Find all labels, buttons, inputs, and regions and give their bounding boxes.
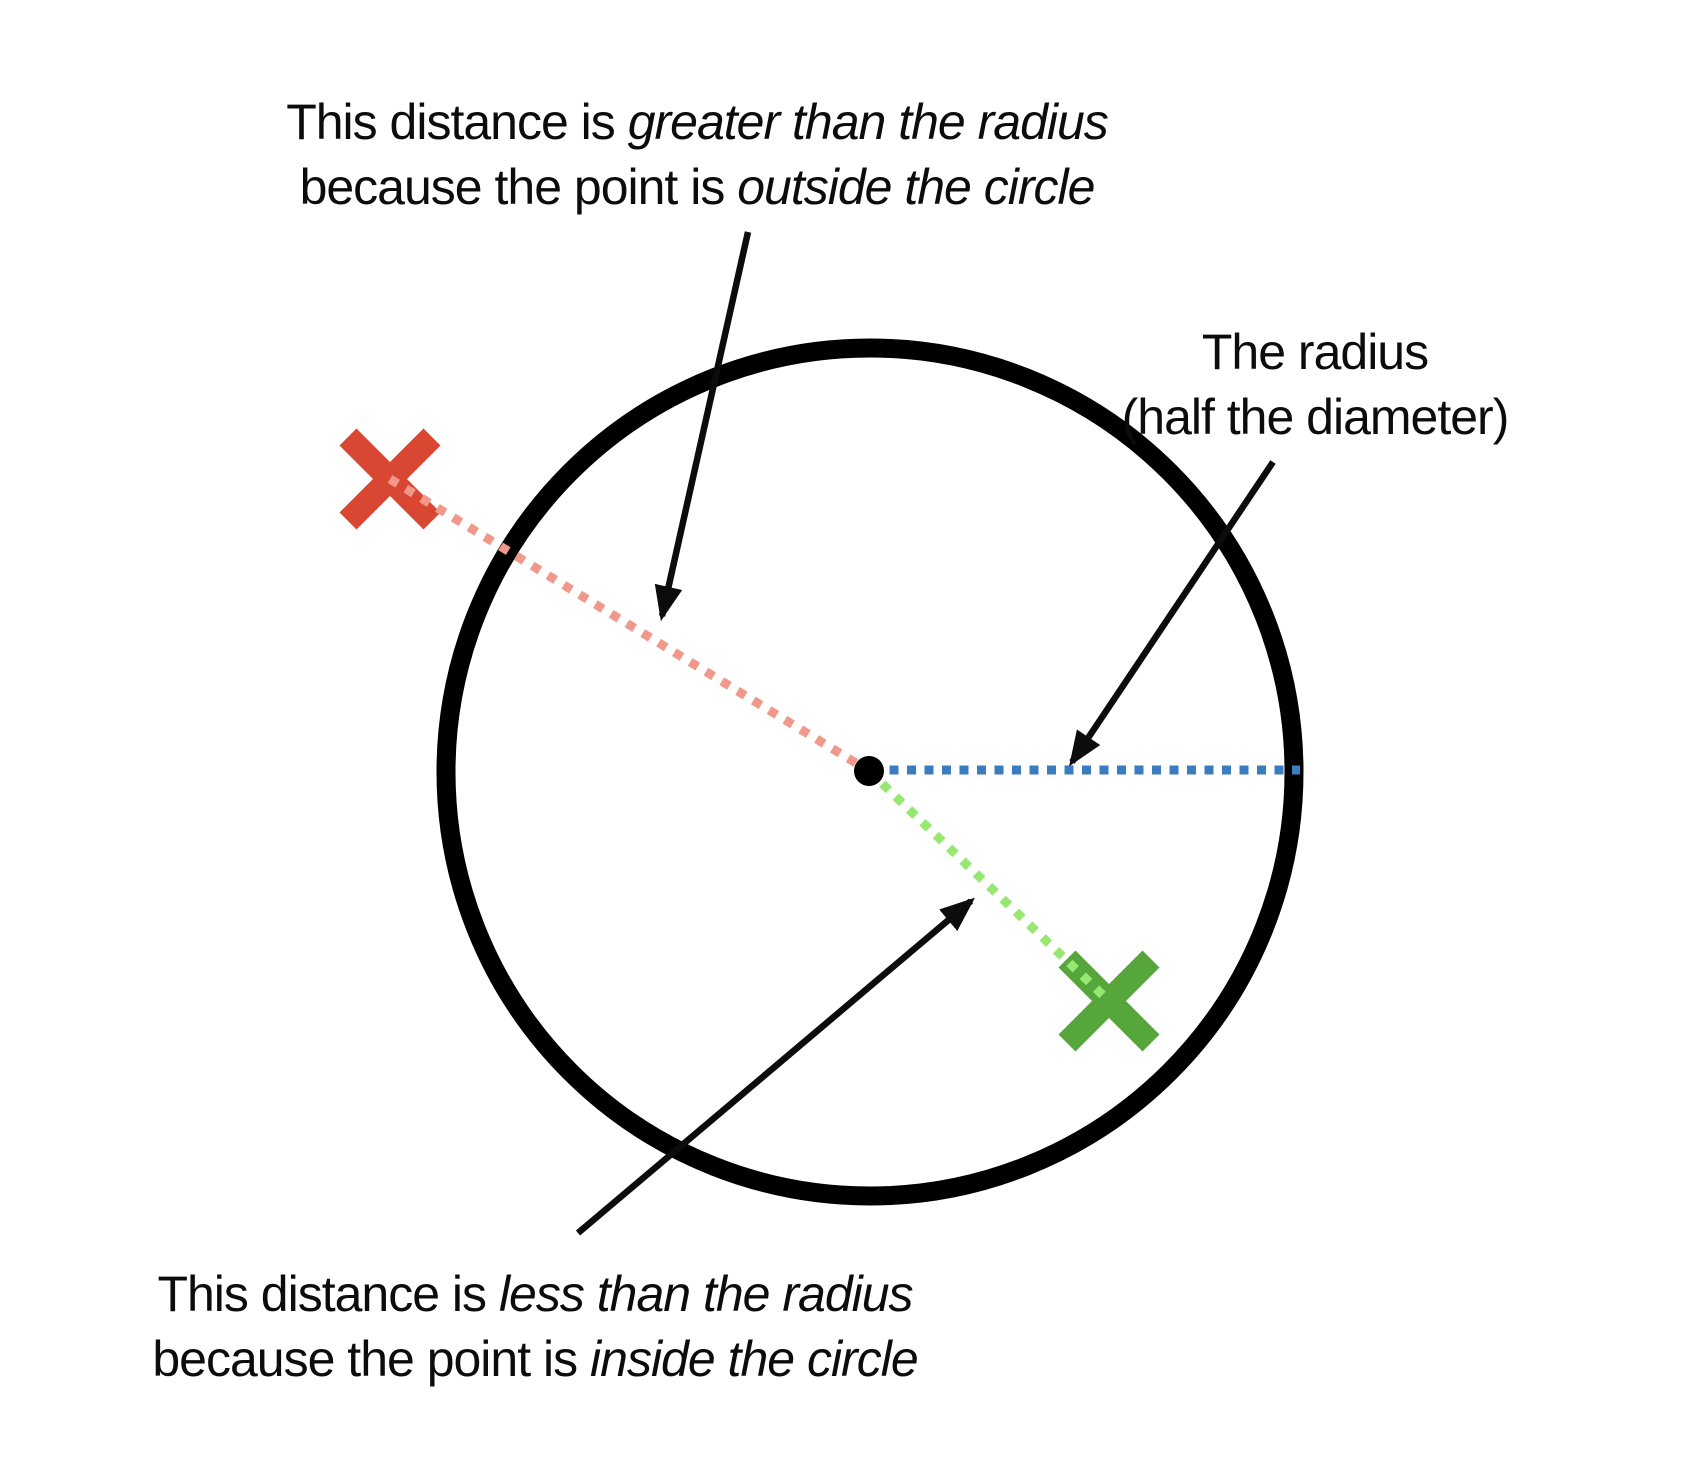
- note-text: because the point is: [299, 159, 738, 215]
- inside-point-x-icon: [1058, 950, 1160, 1052]
- note-text-italic: inside the circle: [590, 1331, 919, 1387]
- outside-note-arrow: [654, 231, 752, 622]
- outside-distance-dotted-line: [387, 475, 872, 775]
- inside-note-line1: This distance is less than the radius: [152, 1262, 917, 1327]
- radius-note-arrow: [1069, 460, 1276, 767]
- outside-note-line2: because the point is outside the circle: [286, 155, 1108, 220]
- note-text: This distance is: [286, 94, 628, 150]
- note-text-italic: outside the circle: [737, 159, 1095, 215]
- inside-distance-dotted-line: [865, 767, 1113, 1005]
- outside-note: This distance is greater than the radius…: [286, 90, 1109, 220]
- outside-note-line1: This distance is greater than the radius: [286, 90, 1109, 155]
- note-text-italic: less than the radius: [498, 1266, 914, 1322]
- radius-note: The radius (half the diameter): [1121, 320, 1510, 450]
- note-text: This distance is: [157, 1266, 499, 1322]
- radius-note-line1: The radius: [1201, 324, 1429, 380]
- note-text: because the point is: [152, 1331, 591, 1387]
- inside-note-line2: because the point is inside the circle: [152, 1327, 919, 1392]
- radius-note-line2: (half the diameter): [1121, 389, 1510, 445]
- circle-center-dot: [854, 756, 884, 786]
- inside-note-arrow: [575, 897, 976, 1236]
- inside-note: This distance is less than the radius be…: [152, 1262, 919, 1392]
- note-text-italic: greater than the radius: [627, 94, 1109, 150]
